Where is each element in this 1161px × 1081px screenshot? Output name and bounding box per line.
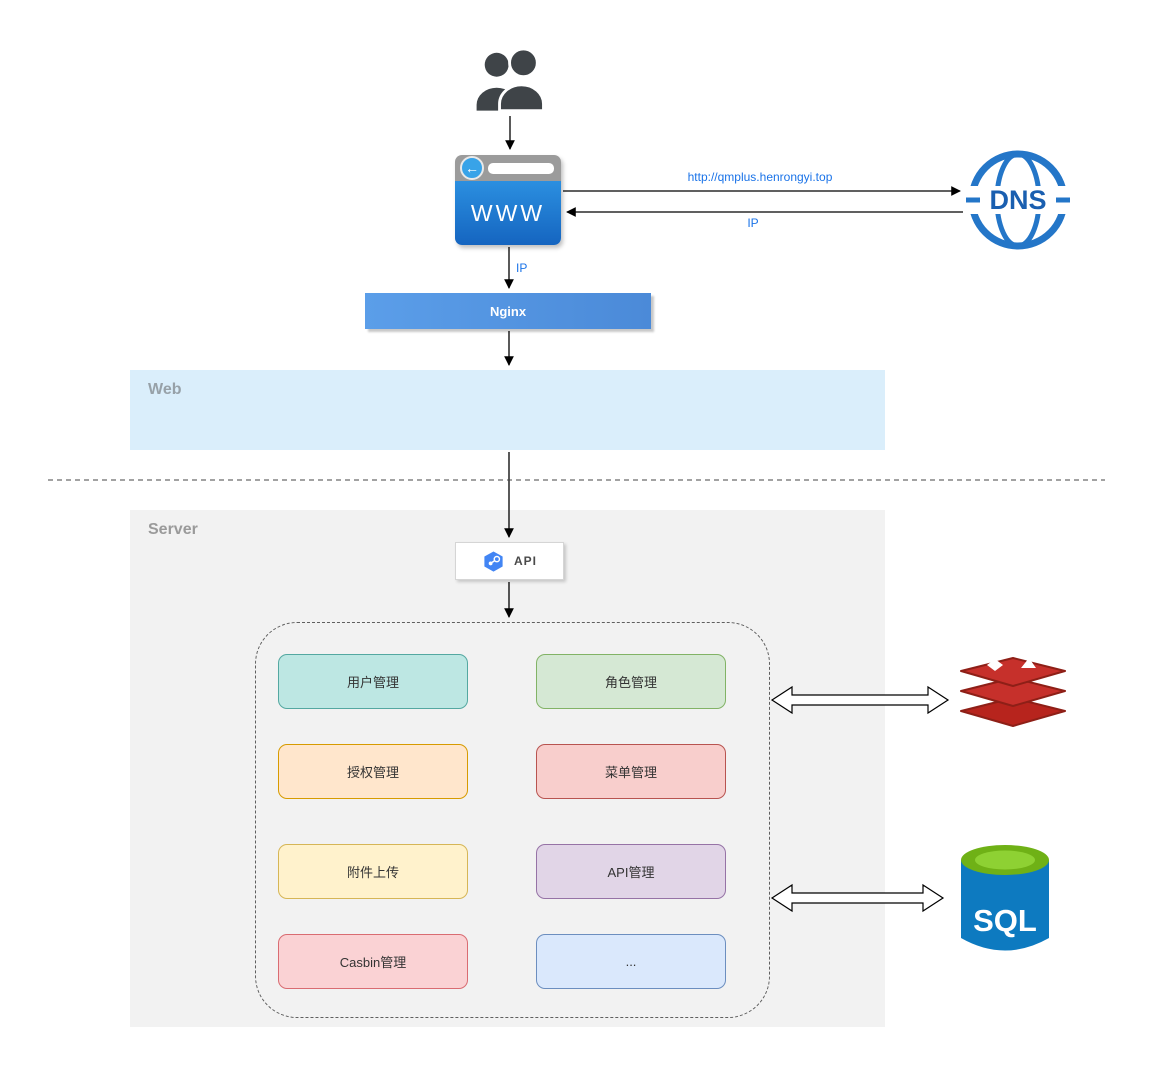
module-api-management: API管理 [536, 844, 726, 899]
redis-stack-icon [960, 657, 1066, 727]
edge-label-dns-request: http://qmplus.henrongyi.top [687, 170, 833, 184]
web-zone-label: Web [148, 381, 182, 398]
edge-label-browser-nginx-ip: IP [516, 261, 528, 275]
nginx-node: Nginx [365, 293, 651, 329]
nginx-label: Nginx [489, 303, 527, 319]
module-label: ... [625, 954, 637, 969]
users-icon [468, 47, 554, 114]
module-label: 角色管理 [604, 675, 657, 690]
server-zone-label: Server [148, 521, 198, 538]
sql-label: SQL [973, 903, 1037, 938]
module-label: API管理 [607, 865, 655, 880]
api-node: API [455, 542, 564, 580]
browser-body: WWW [455, 181, 561, 245]
module-authorization-management: 授权管理 [278, 744, 468, 799]
module-role-management: 角色管理 [536, 654, 726, 709]
browser-label: WWW [470, 199, 546, 226]
module-label: 附件上传 [346, 865, 399, 880]
arrow-left-icon: ← [460, 156, 484, 180]
browser-address-bar [488, 163, 554, 174]
double-arrow-modules-sql [770, 883, 945, 913]
two-person-silhouette-icon [476, 47, 545, 113]
module-label: 菜单管理 [604, 765, 657, 780]
double-arrow-modules-redis [770, 685, 950, 715]
module-user-management: 用户管理 [278, 654, 468, 709]
dns-globe-icon: DNS [966, 150, 1070, 250]
redis-icon [953, 650, 1073, 734]
edge-label-dns-response-ip: IP [747, 216, 759, 230]
dns-label: DNS [989, 185, 1046, 215]
module-label: Casbin管理 [339, 955, 407, 970]
module-more: ... [536, 934, 726, 989]
module-casbin-management: Casbin管理 [278, 934, 468, 989]
browser-node: ← WWW [455, 155, 561, 245]
module-attachment-upload: 附件上传 [278, 844, 468, 899]
database-cylinder-icon: SQL [961, 845, 1049, 951]
module-menu-management: 菜单管理 [536, 744, 726, 799]
api-label: API [513, 554, 537, 568]
module-label: 授权管理 [346, 765, 399, 780]
modules-container: 用户管理 角色管理 授权管理 菜单管理 附件上传 API管理 Casbin管理 … [255, 622, 770, 1018]
dns-node: DNS [966, 148, 1070, 252]
sql-database-icon: SQL [955, 836, 1055, 966]
browser-toolbar: ← [455, 155, 561, 181]
api-hexagon-icon [484, 550, 503, 572]
web-zone: Web [130, 370, 885, 450]
module-label: 用户管理 [346, 675, 399, 690]
